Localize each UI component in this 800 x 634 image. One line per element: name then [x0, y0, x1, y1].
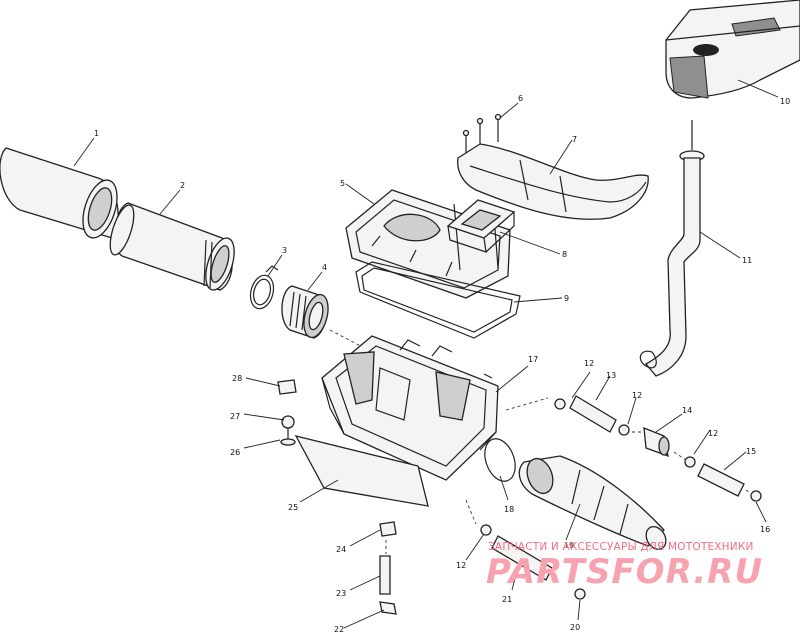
callout-10: 10: [780, 97, 790, 106]
callout-24: 24: [336, 545, 346, 554]
callout-25: 25: [288, 503, 298, 512]
part-10-intake-housing: [665, 0, 800, 99]
part-8-duct-adapter: [446, 199, 516, 253]
fasteners-26-27-28: [277, 379, 297, 446]
part-3-clamp: [249, 265, 279, 310]
part-11-hose: [639, 120, 705, 377]
callout-7: 7: [572, 135, 577, 144]
callout-16: 16: [760, 525, 770, 534]
callout-12-d: 12: [456, 561, 466, 570]
callout-19: 19: [564, 541, 574, 550]
parts-12-16-clamps-tubes: [505, 395, 762, 502]
leader-lines: [73, 79, 779, 629]
part-17-airbox: [321, 335, 499, 481]
part-6-screws: [462, 113, 502, 158]
callout-20: 20: [570, 623, 580, 632]
callout-2: 2: [180, 181, 185, 190]
callout-labels: 1 2 3 4 5 6 7 8 9 10 11 12 12 12 12 13 1…: [94, 94, 790, 634]
callout-1: 1: [94, 129, 99, 138]
callout-26: 26: [230, 448, 240, 457]
part-2-filter-element: [109, 202, 235, 291]
callout-14: 14: [682, 406, 692, 415]
callout-6: 6: [518, 94, 523, 103]
callout-8: 8: [562, 250, 567, 259]
callout-13: 13: [606, 371, 616, 380]
callout-22: 22: [334, 625, 344, 634]
part-25-heat-shield: [294, 435, 429, 507]
watermark-tagline: ЗАПЧАСТИ И АКСЕССУАРЫ ДЛЯ МОТОТЕХНИКИ: [488, 541, 754, 553]
callout-12-a: 12: [584, 359, 594, 368]
watermark: ЗАПЧАСТИ И АКСЕССУАРЫ ДЛЯ МОТОТЕХНИКИ PA…: [486, 541, 763, 592]
callout-27: 27: [230, 412, 240, 421]
callout-9: 9: [564, 294, 569, 303]
callout-28: 28: [232, 374, 242, 383]
callout-18: 18: [504, 505, 514, 514]
part-7-intake-duct: [457, 143, 649, 220]
callout-3: 3: [282, 246, 287, 255]
part-9-gasket: [355, 261, 521, 339]
callout-15: 15: [746, 447, 756, 456]
callout-11: 11: [742, 256, 752, 265]
callout-5: 5: [340, 179, 345, 188]
callout-4: 4: [322, 263, 327, 272]
watermark-brand: PARTSFOR.RU: [486, 552, 763, 592]
parts-18-19-outlet-boot: [484, 438, 667, 550]
callout-17: 17: [528, 355, 538, 364]
callout-23: 23: [336, 589, 346, 598]
callout-21: 21: [502, 595, 512, 604]
parts-20-24-drain: [379, 499, 586, 615]
part-4-adapter: [281, 285, 329, 339]
part-1-prefilter: [0, 147, 119, 239]
callout-12-c: 12: [708, 429, 718, 438]
callout-12-b: 12: [632, 391, 642, 400]
